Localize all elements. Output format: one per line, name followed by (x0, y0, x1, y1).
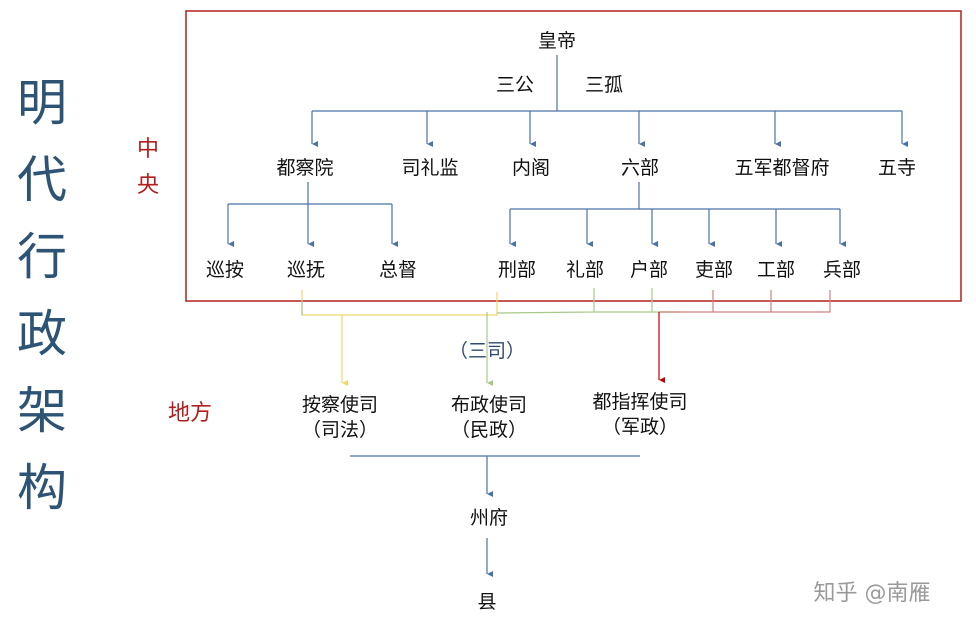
title-char: 代 (17, 151, 67, 209)
node-wusi: 五寺 (878, 157, 916, 179)
node-xingbu: 刑部 (498, 259, 536, 281)
node-neige: 内阁 (512, 157, 550, 179)
title-char: 行 (17, 228, 67, 286)
node-silijian: 司礼监 (401, 157, 458, 179)
node-wujun-dudufu: 五军都督府 (734, 157, 829, 179)
node-zhoufu: 州府 (470, 507, 508, 529)
node-xunan: 巡按 (206, 259, 244, 281)
node-gongbu: 工部 (757, 259, 795, 281)
watermark: 知乎 @南雁 (814, 581, 931, 606)
local-label: 地方 (168, 401, 212, 426)
page-title: 明 代 行 政 架 构 (17, 74, 67, 517)
title-char: 构 (17, 459, 67, 517)
role-military: （军政） (602, 416, 678, 438)
title-char: 架 (17, 382, 67, 440)
label-san-gu: 三孤 (585, 74, 623, 96)
central-frame (185, 10, 962, 302)
node-xunfu: 巡抚 (287, 259, 325, 281)
label-san-gong: 三公 (496, 74, 534, 96)
node-libu-rites: 礼部 (566, 259, 604, 281)
node-zongdu: 总督 (379, 259, 417, 281)
title-char: 政 (17, 305, 67, 363)
level1-arrows (311, 111, 902, 144)
node-libu-personnel: 吏部 (695, 259, 733, 281)
node-anchashisi: 按察使司 (302, 394, 378, 416)
label-san-si: （三司） (449, 340, 525, 362)
node-duzhihuishisi: 都指挥使司 (592, 391, 687, 413)
node-bingbu: 兵部 (823, 259, 861, 281)
node-hubu: 户部 (630, 259, 668, 281)
central-label: 中 (137, 137, 159, 162)
central-label: 央 (137, 173, 159, 198)
node-emperor: 皇帝 (538, 30, 576, 52)
role-civil: （民政） (451, 419, 527, 441)
title-char: 明 (17, 74, 67, 132)
node-buzhengshisi: 布政使司 (451, 394, 527, 416)
node-duchayuan: 都察院 (276, 157, 333, 179)
node-liubu: 六部 (621, 157, 659, 179)
role-judicial: （司法） (302, 419, 378, 441)
node-xian: 县 (477, 591, 496, 613)
